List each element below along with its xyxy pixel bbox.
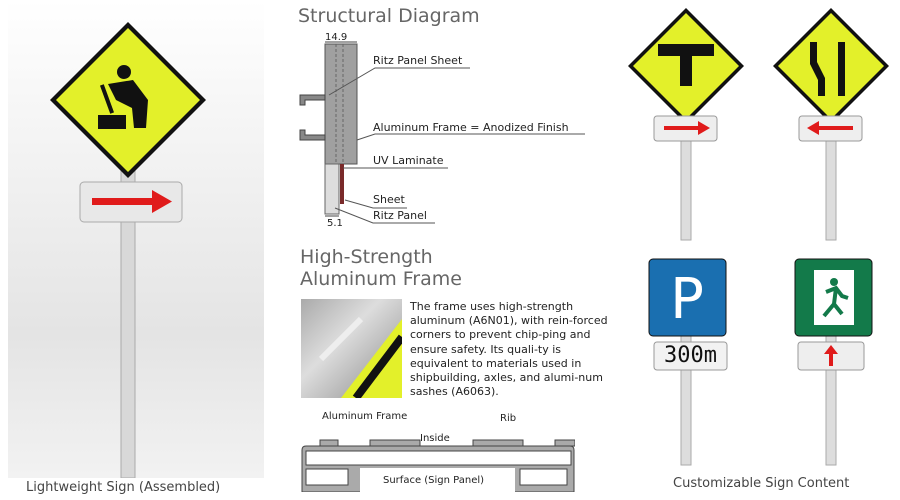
label-cs-frame: Aluminum Frame (322, 411, 408, 422)
label-aluminum-frame: Aluminum Frame = Anodized Finish (373, 121, 569, 134)
road-work-sign-illustration (50, 22, 206, 479)
label-cs-surface: Surface (Sign Panel) (383, 475, 485, 486)
emergency-exit-sign (794, 258, 873, 337)
frame-title-2: Aluminum Frame (300, 268, 462, 290)
right-caption: Customizable Sign Content (673, 476, 850, 491)
label-ritz-panel: Ritz Panel (373, 209, 427, 222)
lane-narrows-sign (773, 8, 889, 124)
distance-plate: 300m (664, 343, 717, 368)
left-caption: Lightweight Sign (Assembled) (26, 480, 221, 495)
t-junction-sign (628, 8, 744, 124)
label-uv-laminate: UV Laminate (373, 154, 444, 167)
arrow-left-icon (807, 121, 853, 135)
worker-digging-icon (98, 65, 148, 129)
arrow-right-icon (92, 190, 172, 213)
label-cs-inside: Inside (420, 433, 450, 444)
frame-title-1: High-Strength (300, 246, 433, 268)
svg-text:P: P (670, 267, 704, 332)
label-ritz-panel-sheet: Ritz Panel Sheet (373, 54, 463, 67)
label-cs-rib: Rib (500, 413, 517, 424)
structural-diagram (299, 41, 585, 224)
frame-corner-photo (301, 299, 406, 401)
arrow-right-icon (664, 121, 710, 135)
structural-title: Structural Diagram (298, 5, 480, 27)
parking-sign: P (648, 258, 727, 337)
frame-description: The frame uses high-strength aluminum (A… (410, 300, 608, 399)
cross-section-diagram (301, 439, 575, 492)
label-sheet: Sheet (373, 193, 405, 206)
dim-bottom: 5.1 (327, 218, 343, 229)
assembled-sign-panel (8, 0, 264, 479)
arrow-up-icon (824, 345, 838, 366)
custom-signs: P (628, 8, 889, 466)
dim-top: 14.9 (325, 32, 348, 43)
